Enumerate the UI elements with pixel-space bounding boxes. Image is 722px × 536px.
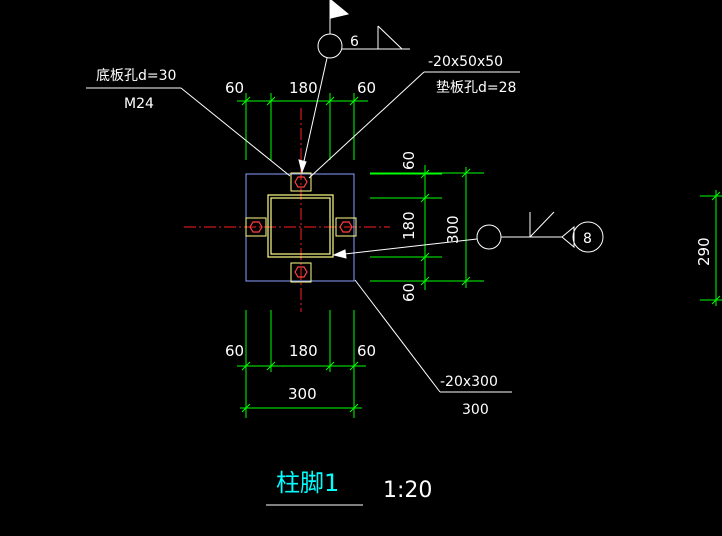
bolt-left	[249, 221, 263, 233]
washer-size-label: -20x50x50	[428, 54, 503, 70]
right-dim-total: 300	[444, 215, 462, 244]
base-hole-callout	[86, 87, 291, 177]
anchor-bolts	[249, 176, 353, 278]
section-mark-label: 6	[350, 34, 359, 50]
right-dimension	[370, 165, 484, 290]
drawing-title: 柱脚1	[276, 469, 339, 497]
drawing-scale: 1:20	[383, 478, 432, 503]
steel-tube	[267, 194, 334, 258]
far-right-dim: 290	[695, 237, 713, 266]
bottom-dim-left: 60	[225, 342, 244, 360]
plate-callout	[354, 279, 512, 393]
bolt-top	[294, 176, 308, 188]
right-dim-middle: 180	[400, 211, 418, 240]
right-dim-bottom: 60	[400, 283, 418, 302]
bottom-dimension	[237, 310, 366, 418]
top-dimension	[237, 93, 368, 160]
bottom-dim-right: 60	[357, 342, 376, 360]
bolt-right	[339, 221, 353, 233]
top-dim-middle: 180	[289, 79, 318, 97]
top-dim-left: 60	[225, 79, 244, 97]
weld-mark-label: 8	[583, 231, 592, 247]
base-hole-label: 底板孔d=30	[96, 68, 176, 84]
weld-symbol	[332, 211, 604, 259]
top-dim-right: 60	[357, 79, 376, 97]
washer-callout	[308, 71, 520, 179]
washers	[245, 172, 357, 283]
bolt-bottom	[294, 266, 308, 278]
right-dim-top: 60	[400, 151, 418, 170]
far-right-dimension	[700, 190, 722, 306]
bottom-dim-middle: 180	[289, 342, 318, 360]
plate-size-label: -20x300	[440, 374, 498, 390]
section-mark	[298, 0, 410, 174]
bottom-dim-total: 300	[288, 385, 317, 403]
washer-hole-label: 垫板孔d=28	[436, 80, 516, 96]
plate-len-label: 300	[462, 402, 489, 418]
bolt-label: M24	[124, 96, 154, 112]
